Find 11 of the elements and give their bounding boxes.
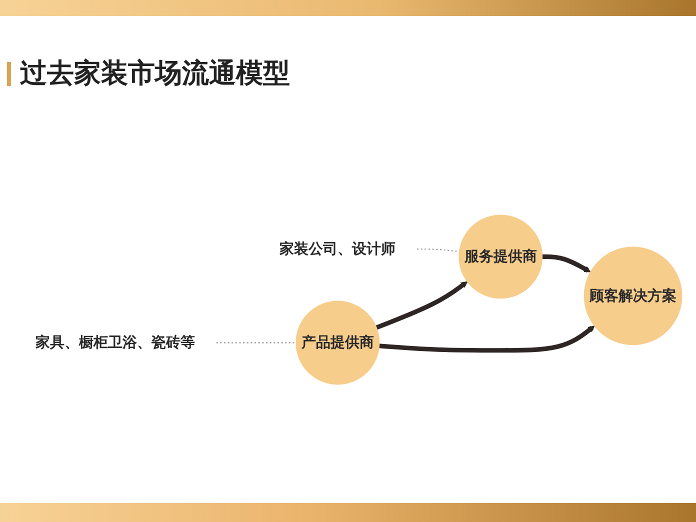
arrow (376, 282, 468, 330)
leader-line (216, 342, 296, 344)
annotation-text: 家装公司、设计师 (280, 240, 396, 258)
arrow (379, 326, 595, 353)
process-circle: 服务提供商 (458, 215, 543, 299)
arrow (542, 254, 591, 273)
annotation-text: 家具、橱柜卫浴、瓷砖等 (36, 334, 195, 352)
leader-line (417, 248, 460, 253)
slide-title: 过去家装市场流通模型 (20, 57, 290, 91)
process-circle: 产品提供商 (296, 301, 380, 385)
process-circle: 顾客解决方案 (584, 246, 682, 346)
